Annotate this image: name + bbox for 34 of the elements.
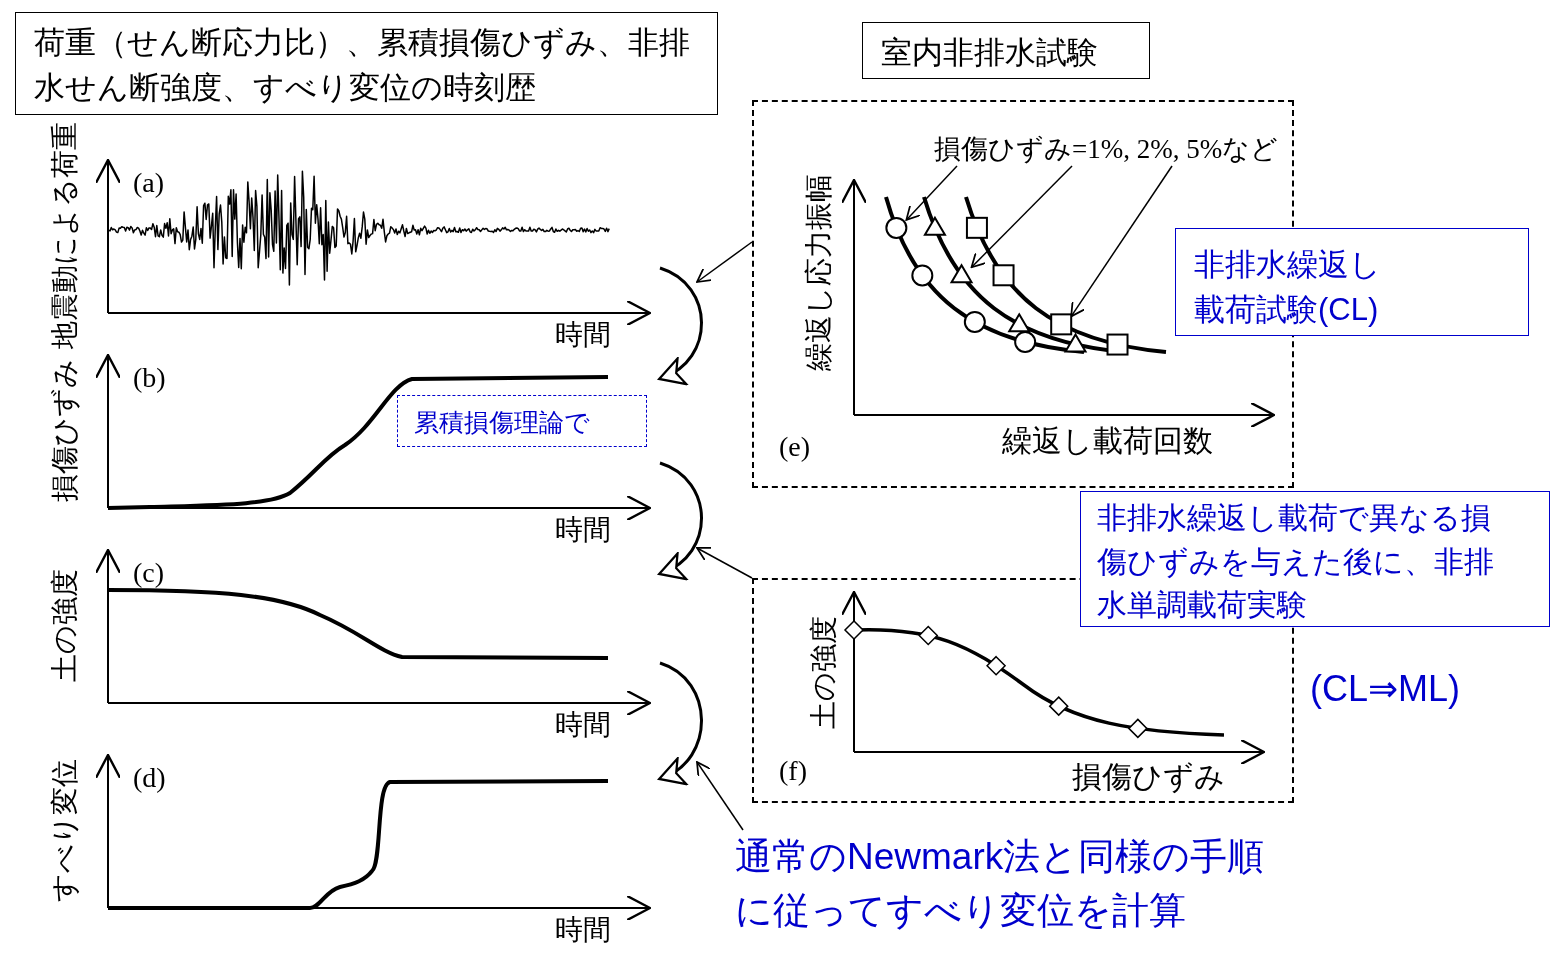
axis-title: 時間 xyxy=(555,515,611,546)
axis-title: 時間 xyxy=(555,915,611,946)
note-box: 非排水繰返し載荷で異なる損傷ひずみを与えた後に、非排水単調載荷実験 xyxy=(1080,491,1550,627)
axis-title: 時間 xyxy=(555,320,611,351)
leader-arrow xyxy=(970,165,1073,269)
note-box: 非排水繰返し載荷試験(CL) xyxy=(1175,228,1529,336)
axis-title: 繰返し載荷回数 xyxy=(1002,424,1213,457)
axis-title: 時間 xyxy=(555,710,611,741)
leader-arrow xyxy=(1070,165,1173,318)
axis-title: 繰返し応力振幅 xyxy=(803,173,835,371)
note-box: 累積損傷理論で xyxy=(397,395,647,447)
axis-title: 土の強度 xyxy=(808,615,840,729)
arrow xyxy=(696,761,744,831)
note-text: 通常のNewmark法と同様の手順に従ってすべり変位を計算 xyxy=(735,830,1295,942)
heading-box: 室内非排水試験 xyxy=(862,22,1150,79)
panel-label: (b) xyxy=(133,363,166,394)
arrow xyxy=(696,241,753,283)
axis-title: 損傷ひずみ xyxy=(49,358,81,502)
curved-arrow xyxy=(658,461,703,578)
panel-label: (d) xyxy=(133,763,166,794)
panel-label: (e) xyxy=(779,432,811,463)
curved-arrow xyxy=(658,266,703,383)
axis-title: 土の強度 xyxy=(49,568,81,682)
title-box: 荷重（せん断応力比）、累積損傷ひずみ、非排水せん断強度、すべり変位の時刻歴 xyxy=(15,12,718,115)
panel-label: (f) xyxy=(779,756,807,787)
panel-label: (c) xyxy=(133,558,165,589)
axis-title: すべり変位 xyxy=(49,758,81,902)
note-text: (CL⇒ML) xyxy=(1310,668,1460,710)
leader-arrow xyxy=(905,165,958,221)
panel-label: (a) xyxy=(133,168,165,199)
axis-title: 地震動による荷重 xyxy=(49,121,81,349)
axis-title: 損傷ひずみ xyxy=(1072,760,1225,793)
curved-arrow xyxy=(658,661,703,783)
arrow xyxy=(696,547,753,579)
